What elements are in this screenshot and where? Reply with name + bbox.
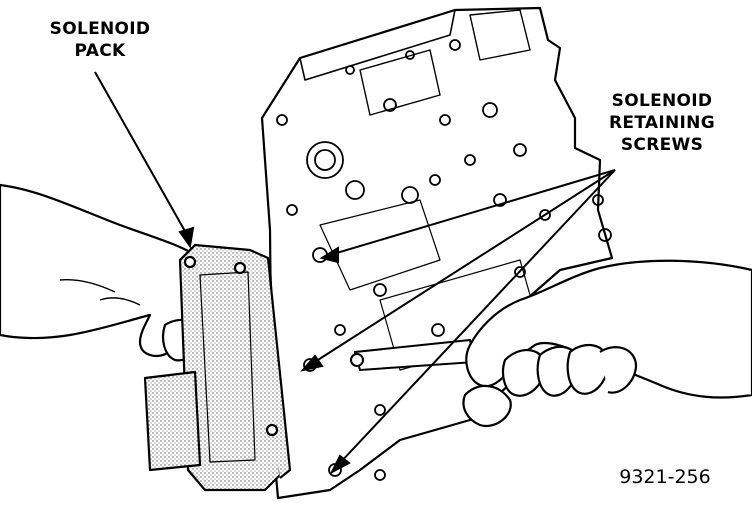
solenoid-pack-label: SOLENOID PACK bbox=[40, 18, 160, 62]
right-hand bbox=[462, 259, 752, 428]
retaining-screws-label-line-2: RETAINING bbox=[609, 113, 715, 133]
leader-lines bbox=[94, 71, 616, 475]
retaining-screws-label-line-1: SOLENOID bbox=[611, 91, 713, 111]
solenoid-pack-label-line-1: SOLENOID bbox=[49, 19, 151, 39]
solenoid-pack bbox=[143, 243, 292, 492]
figure-id: 9321-256 bbox=[619, 466, 711, 488]
solenoid-pack-label-line-2: PACK bbox=[74, 41, 126, 61]
left-hand bbox=[0, 183, 206, 362]
valve-body-holes bbox=[276, 39, 612, 481]
valve-body bbox=[260, 6, 614, 500]
retaining-screws-label-line-3: SCREWS bbox=[620, 135, 704, 155]
retaining-screws-label: SOLENOID RETAINING SCREWS bbox=[592, 90, 732, 156]
